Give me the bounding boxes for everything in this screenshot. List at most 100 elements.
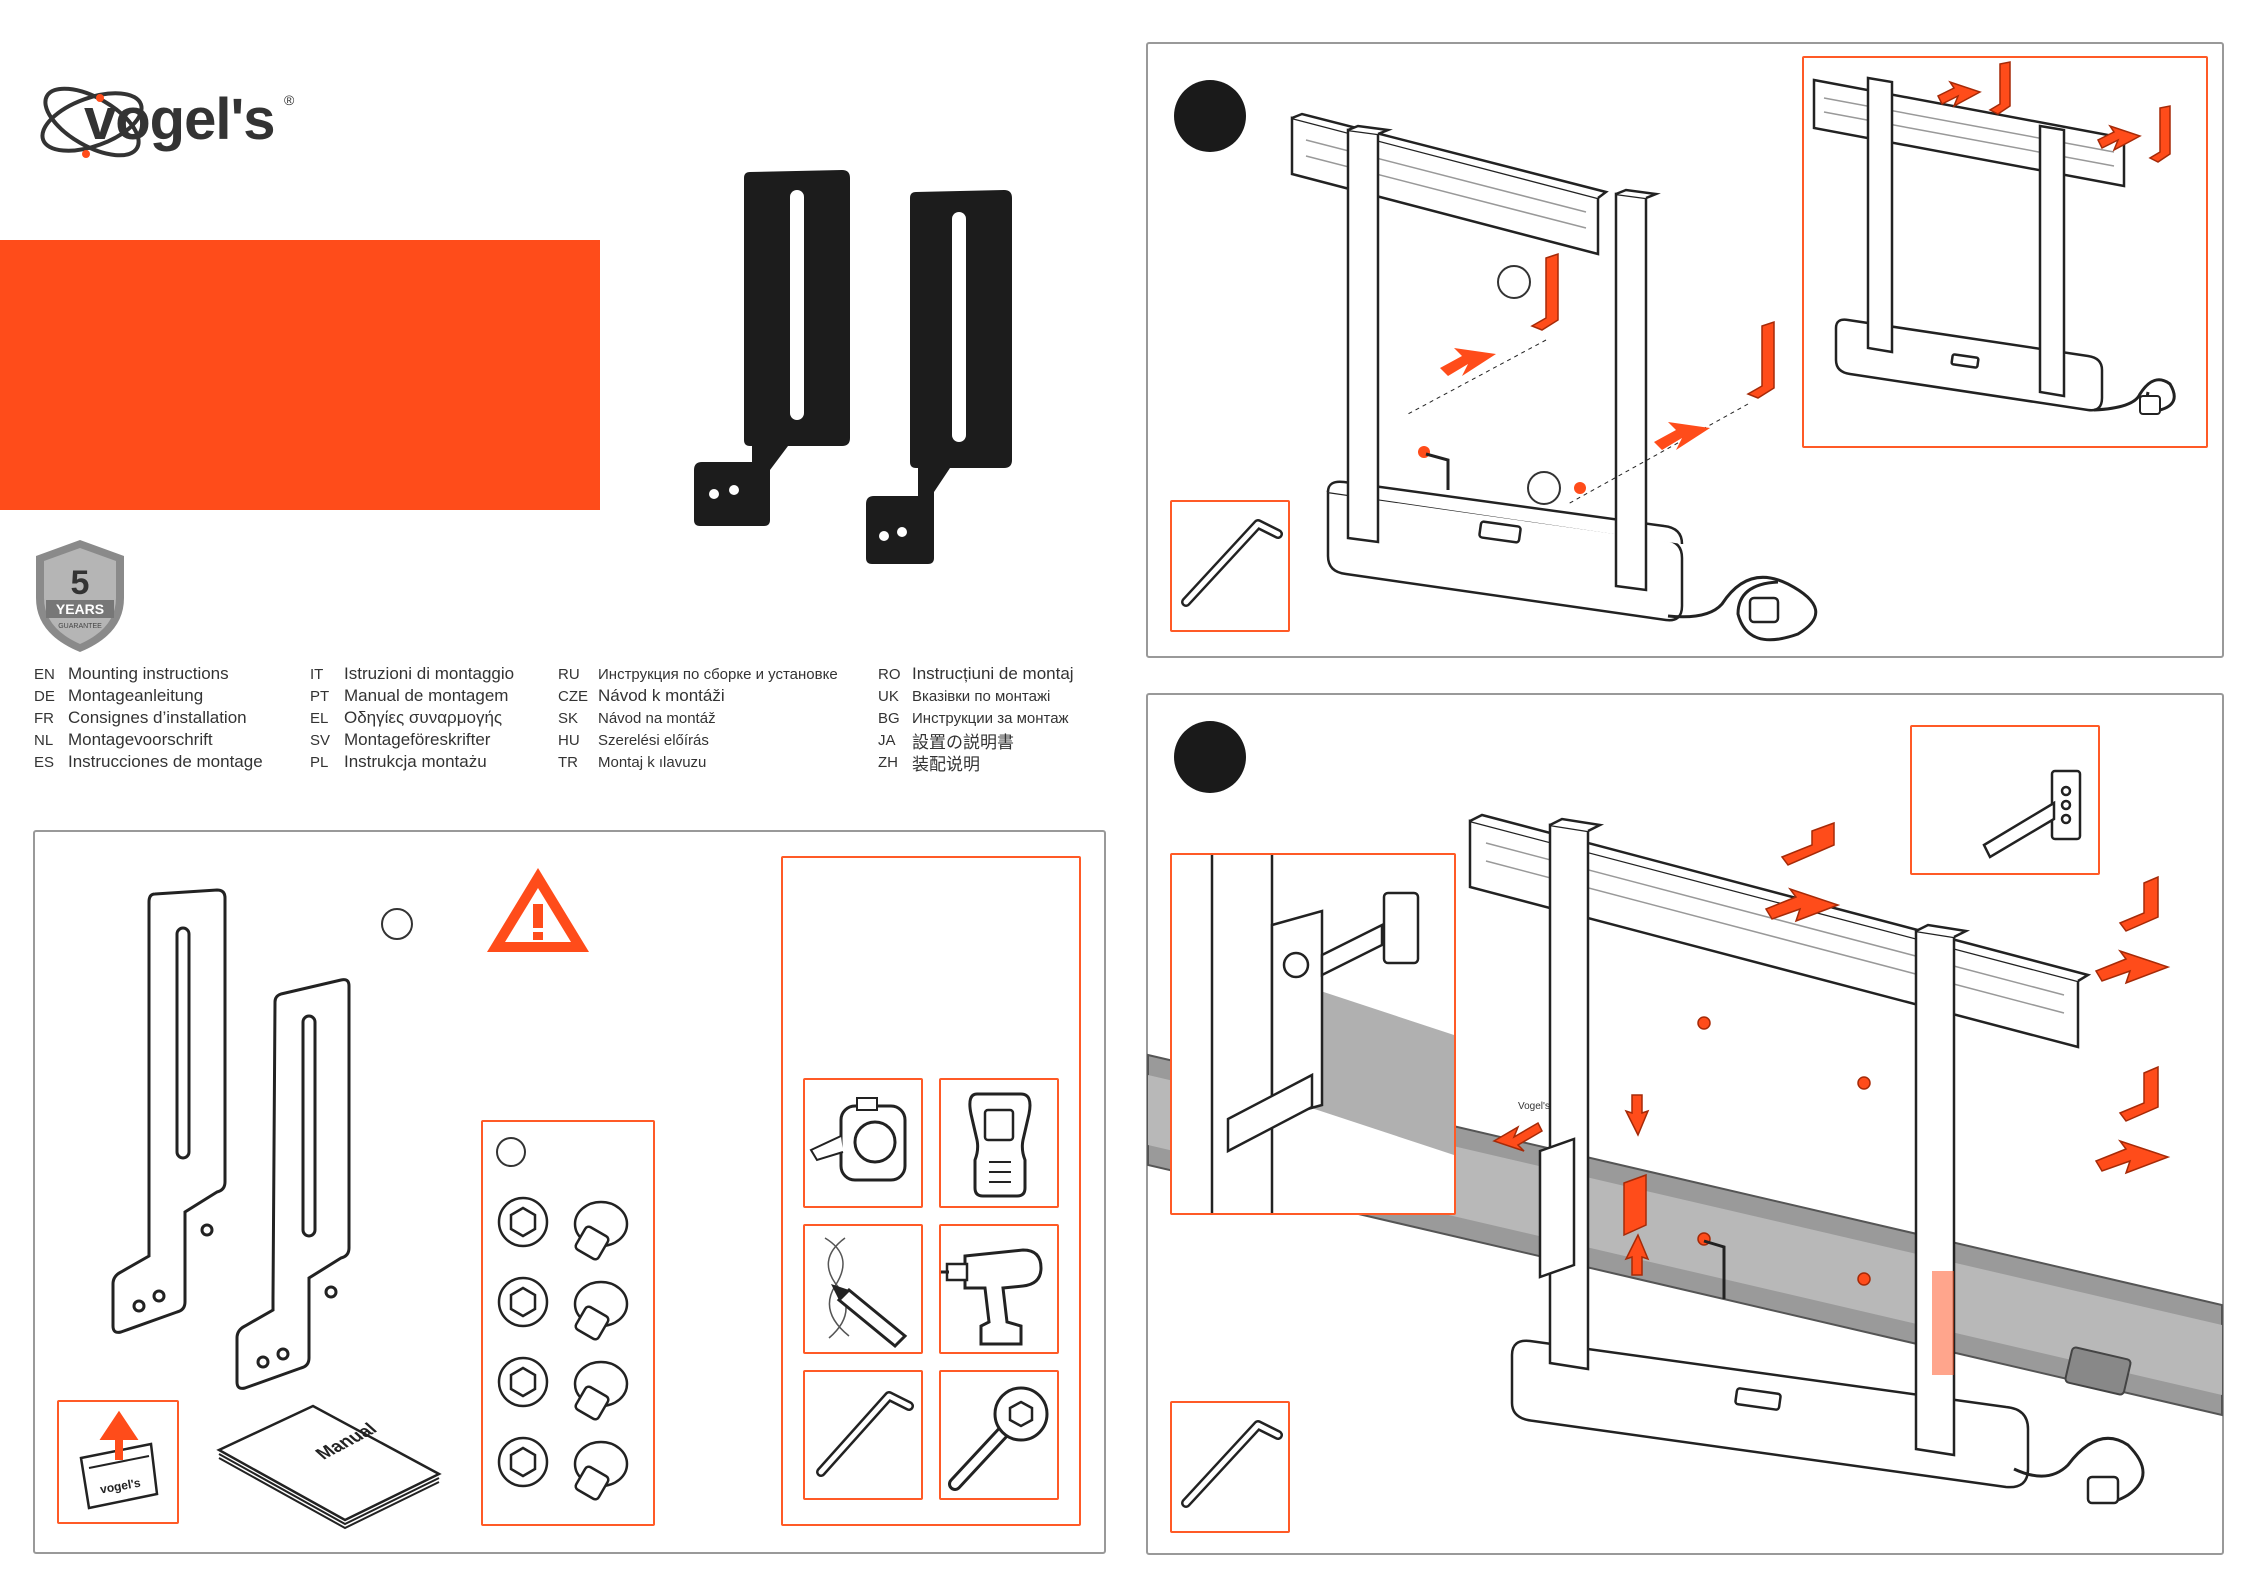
socket-wrench-icon	[948, 1386, 1049, 1491]
contents-panel: vogel's Manual	[33, 830, 1106, 1554]
screw-head-icon	[497, 1356, 549, 1408]
language-code: UK	[878, 687, 899, 705]
tool-stud-finder	[939, 1078, 1059, 1208]
manual-booklet-icon: Manual	[216, 1404, 442, 1530]
tool-hex-key	[803, 1370, 923, 1500]
step-2-panel: Vogel's	[1146, 693, 2224, 1555]
language-item: TR Montaj k ılavuzu	[558, 751, 838, 773]
language-item: HU Szerelési előírás	[558, 729, 838, 751]
language-name: Szerelési előírás	[598, 731, 709, 749]
language-name: 設置の説明書	[912, 732, 1014, 753]
language-code: JA	[878, 731, 896, 749]
guarantee-number: 5	[71, 564, 90, 602]
language-code: EN	[34, 665, 55, 683]
screw-head-icon	[497, 1436, 549, 1488]
warning-icon	[487, 868, 589, 952]
part-label-circle	[381, 908, 413, 940]
plug-icon	[1748, 596, 1780, 624]
cover-banner	[0, 240, 600, 510]
language-name: Mounting instructions	[68, 664, 229, 683]
language-name: Istruzioni di montaggio	[344, 664, 515, 683]
drill-icon	[941, 1248, 1043, 1346]
language-code: CZE	[558, 687, 588, 705]
contents-brackets-illustration	[111, 888, 351, 1390]
step-2-detail-box-left	[1170, 853, 1456, 1215]
guarantee-sub: GUARANTEE	[58, 623, 102, 630]
language-code: PL	[310, 753, 329, 771]
screw-side-icon	[573, 1280, 629, 1341]
language-name: Návod na montáž	[598, 709, 716, 727]
screw-side-icon	[573, 1200, 629, 1261]
language-item: CZE Návod k montáži	[558, 685, 838, 707]
language-code: PT	[310, 687, 330, 705]
language-name: Montaj k ılavuzu	[598, 753, 707, 771]
step-1-detail-illustration	[1812, 61, 2176, 415]
cover-bracket-left	[694, 170, 850, 526]
screw-head-icon	[497, 1196, 549, 1248]
language-name: Instrucțiuni de montaj	[912, 664, 1074, 683]
brand-name: vogel's	[84, 87, 276, 152]
hex-key-icon	[1181, 519, 1283, 607]
screws-box	[481, 1120, 655, 1526]
hex-key-icon	[816, 1391, 914, 1477]
language-name: Montageföreskrifter	[344, 730, 491, 749]
language-list: EN Mounting instructions DE Montageanleitu…	[34, 663, 1114, 783]
guarantee-label: YEARS	[56, 601, 104, 617]
tape-measure-icon	[809, 1097, 907, 1182]
screw-side-icon	[573, 1360, 629, 1421]
step-1-marker	[1174, 80, 1246, 152]
arrow-icon	[1654, 422, 1710, 450]
logo-swoosh-icon	[40, 86, 144, 158]
tool-hex-key	[1170, 1401, 1290, 1533]
arrow-icon	[1440, 348, 1496, 376]
language-code: SV	[310, 731, 331, 749]
plug-icon	[2086, 1475, 2120, 1505]
tool-drill	[939, 1224, 1059, 1354]
step-2-marker	[1174, 721, 1246, 793]
brand-registered: ®	[284, 92, 295, 108]
pencil-icon	[824, 1237, 908, 1349]
screw-head-icon	[497, 1276, 549, 1328]
cover-bracket-right	[866, 190, 1012, 564]
language-code: DE	[34, 687, 55, 705]
language-code: BG	[878, 709, 900, 727]
plug-icon	[2139, 395, 2161, 415]
language-code: ES	[34, 753, 55, 771]
step-2-detail-box-right	[1910, 725, 2100, 875]
language-item: SV Montageföreskrifter	[310, 729, 514, 751]
language-code: HU	[558, 731, 580, 749]
language-name: Návod k montáži	[598, 686, 725, 705]
brand-logo: vogel's ®	[34, 72, 314, 172]
guarantee-badge: 5 YEARS GUARANTEE	[30, 536, 130, 656]
box-open-icon: vogel's	[79, 1410, 159, 1510]
tool-hex-key	[1170, 500, 1290, 632]
tool-socket-wrench	[939, 1370, 1059, 1500]
language-item: BG Инструкции за монтаж	[878, 707, 1074, 729]
language-name: Инструкции за монтаж	[912, 709, 1069, 727]
language-name: Montageanleitung	[68, 686, 204, 705]
language-code: TR	[558, 753, 578, 771]
tool-tape-measure	[803, 1078, 923, 1208]
language-item: IT Istruzioni di montaggio	[310, 663, 514, 685]
language-column: EN Mounting instructions DE Montageanleitu…	[34, 663, 263, 773]
language-name: Οδηγίες συναρμογής	[344, 708, 503, 727]
language-name: Montagevoorschrift	[68, 730, 213, 749]
wall-socket-icon	[2064, 1346, 2132, 1396]
language-code: IT	[310, 665, 324, 683]
tool-pencil	[803, 1224, 923, 1354]
step-1-detail-box	[1802, 56, 2208, 448]
stud-finder-icon	[968, 1092, 1032, 1198]
language-name: 装配说明	[912, 754, 980, 775]
tools-box	[781, 856, 1081, 1526]
language-code: RU	[558, 665, 580, 683]
